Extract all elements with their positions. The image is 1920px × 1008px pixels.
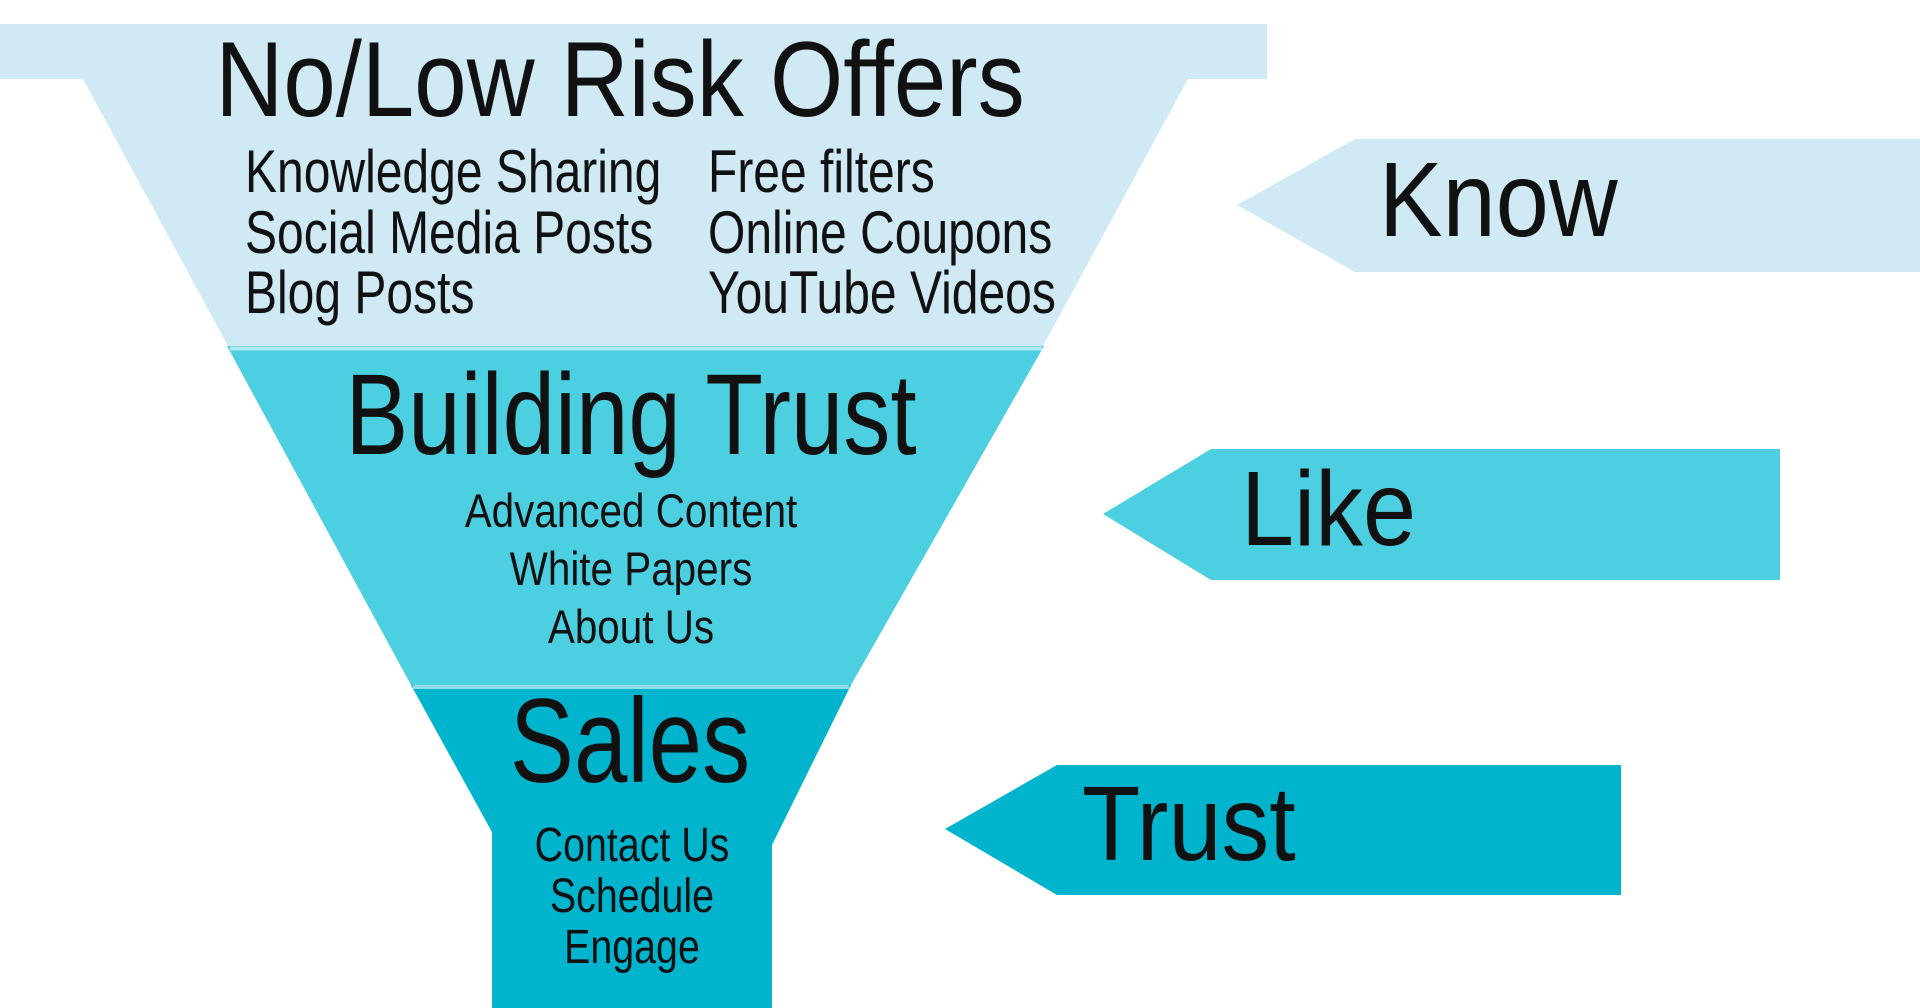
- trust-arrow-shape: [945, 765, 1621, 895]
- funnel-tier2-shape: [227, 346, 1044, 685]
- tier2-list-item: About Us: [547, 600, 715, 653]
- tier3-list-item: Engage: [564, 921, 700, 974]
- like-arrow-shape: [1103, 449, 1780, 580]
- tier3-list-item: Schedule: [549, 870, 715, 923]
- tier2-title: Building Trust: [345, 351, 917, 479]
- tier1-list-item: Knowledge Sharing: [245, 138, 662, 205]
- know-arrow-label: Know: [1379, 141, 1618, 259]
- tier1-list-left: Knowledge Sharing Social Media Posts Blo…: [245, 138, 662, 326]
- funnel-tier1-shape: [0, 24, 1267, 346]
- tier3-title: Sales: [509, 674, 751, 808]
- tier1-list-item: Free filters: [708, 138, 935, 205]
- tier2-list-item: Advanced Content: [464, 484, 798, 537]
- tier1-list-item: Social Media Posts: [245, 198, 654, 266]
- tier1-list-item: Blog Posts: [245, 259, 475, 326]
- like-arrow-label: Like: [1241, 450, 1417, 568]
- tier1-list-item: YouTube Videos: [708, 259, 1056, 326]
- tier1-list-right: Free filters Online Coupons YouTube Vide…: [708, 138, 1056, 326]
- tier3-list-item: Contact Us: [534, 819, 730, 872]
- tier1-list-item: Online Coupons: [708, 198, 1053, 266]
- funnel-tier3-shape: [411, 685, 851, 1008]
- tier3-list: Contact Us Schedule Engage: [535, 820, 730, 973]
- tier2-list-item: White Papers: [509, 542, 753, 595]
- know-arrow-shape: [1237, 139, 1920, 272]
- tier1-title: No/Low Risk Offers: [215, 19, 1025, 139]
- trust-arrow-label: Trust: [1082, 765, 1296, 883]
- tier2-list: Advanced Content White Papers About Us: [465, 482, 798, 656]
